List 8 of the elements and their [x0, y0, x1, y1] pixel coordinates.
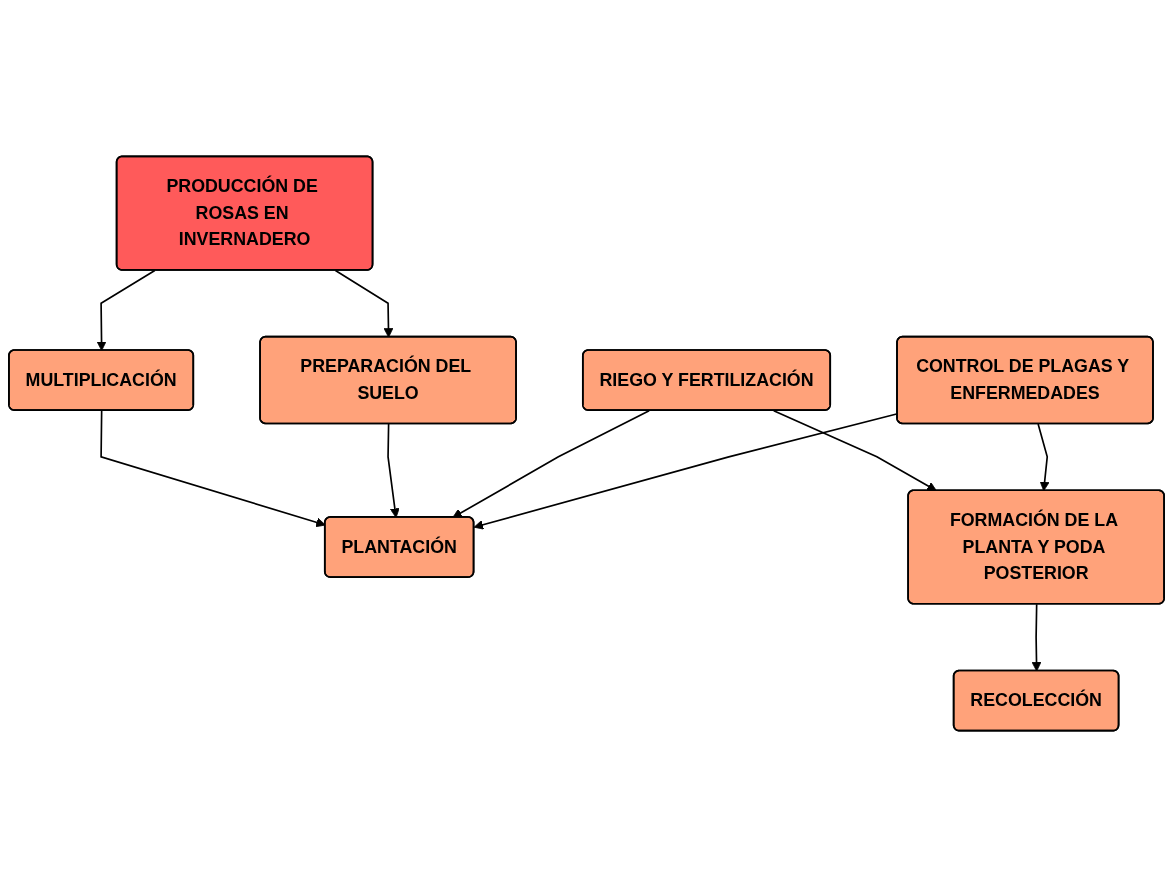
arrow: [96, 269, 156, 351]
arrow: [334, 269, 394, 338]
arrow: [1031, 603, 1042, 672]
arrow: [387, 423, 400, 518]
arrow: [1037, 423, 1050, 492]
arrow: [452, 409, 650, 518]
arrow: [772, 409, 937, 492]
arrow: [100, 409, 326, 528]
